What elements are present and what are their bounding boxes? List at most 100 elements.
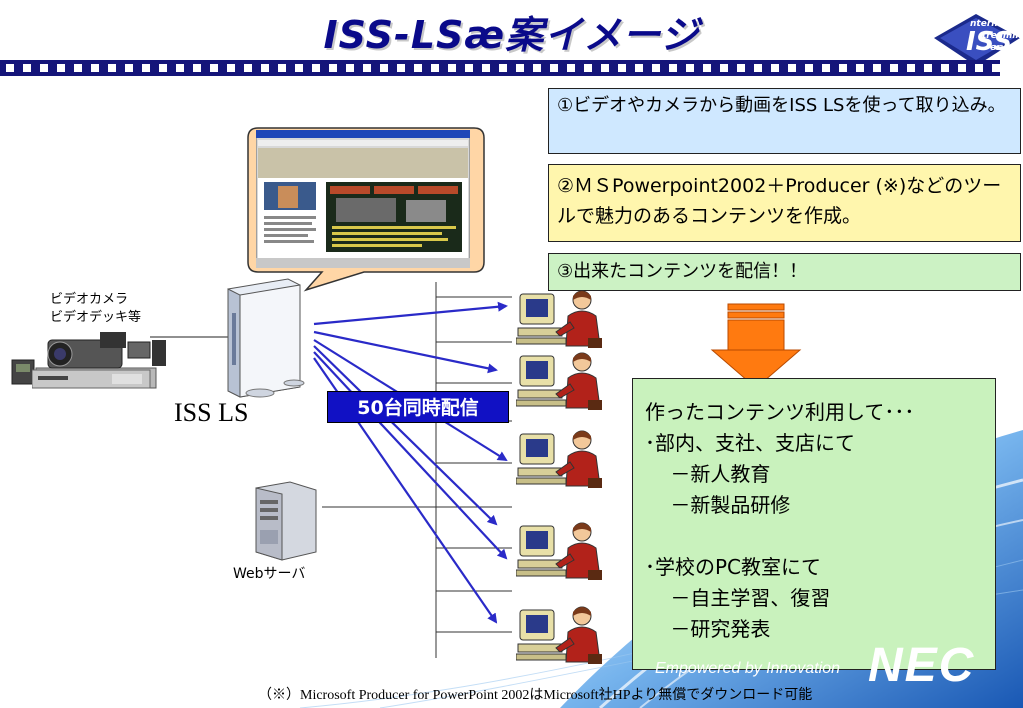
ribbon-square [584, 64, 592, 72]
ribbon-square [499, 64, 507, 72]
ribbon-square [397, 64, 405, 72]
usage-box: 作ったコンテンツ利用して･･･ ･部内、支社、支店にて －新人教育 －新製品研修… [632, 378, 996, 670]
ribbon-square [805, 64, 813, 72]
person-at-computer-icon [516, 522, 602, 580]
down-arrow-icon [710, 303, 802, 389]
ribbon-square [635, 64, 643, 72]
ribbon-square [771, 64, 779, 72]
ribbon-square [516, 64, 524, 72]
ribbon-square [618, 64, 626, 72]
iss-logo-icon: ISS nternet treaming erver [934, 14, 1022, 66]
ribbon-square [431, 64, 439, 72]
ribbon-square [57, 64, 65, 72]
ribbon-square [686, 64, 694, 72]
usage-line [645, 521, 983, 552]
video-deck-icon [32, 369, 151, 389]
step-3-box: ③出来たコンテンツを配信！！ [548, 253, 1021, 291]
ribbon-square [295, 64, 303, 72]
ribbon-square [567, 64, 575, 72]
ribbon-square [737, 64, 745, 72]
ribbon-square [822, 64, 830, 72]
ribbon-square [465, 64, 473, 72]
title-ribbon [0, 60, 1000, 76]
ribbon-square [142, 64, 150, 72]
brand-tagline: Empowered by Innovation [655, 660, 840, 677]
simultaneous-delivery-badge: 50台同時配信 [327, 391, 509, 423]
ribbon-square [74, 64, 82, 72]
ribbon-square [414, 64, 422, 72]
ribbon-square [890, 64, 898, 72]
ribbon-square [839, 64, 847, 72]
logo-line-1: nternet [970, 19, 1009, 29]
ribbon-square [193, 64, 201, 72]
page-title: ISS-LSæ案イメージ [323, 13, 700, 57]
brand-logo: NEC [868, 639, 976, 692]
usage-line: 作ったコンテンツ利用して･･･ [645, 400, 915, 424]
web-server-label: Webサーバ [233, 566, 306, 582]
camera-link-line [150, 336, 228, 338]
ribbon-square [448, 64, 456, 72]
ribbon-square [346, 64, 354, 72]
ribbon-square [91, 64, 99, 72]
ribbon-square [975, 64, 983, 72]
usage-line: －新製品研修 [645, 493, 791, 517]
ribbon-square [227, 64, 235, 72]
ribbon-square [754, 64, 762, 72]
ribbon-square [533, 64, 541, 72]
footnote: （※）Microsoft Producer for PowerPoint 200… [258, 688, 813, 703]
ribbon-square [550, 64, 558, 72]
ribbon-square [907, 64, 915, 72]
ribbon-square [873, 64, 881, 72]
ribbon-square [924, 64, 932, 72]
ribbon-square [941, 64, 949, 72]
delivery-arrow [313, 345, 498, 526]
person-at-computer-icon [516, 430, 602, 488]
ribbon-square [40, 64, 48, 72]
delivery-arrow [313, 330, 498, 374]
usage-line: －自主学習、復習 [645, 586, 831, 610]
ribbon-square [125, 64, 133, 72]
ribbon-square [482, 64, 490, 72]
usage-line: ･学校のPC教室にて [645, 555, 822, 579]
step-2-box: ②ＭＳPowerpoint2002＋Producer (※)などのツールで魅力の… [548, 164, 1021, 242]
ribbon-square [669, 64, 677, 72]
ribbon-square [210, 64, 218, 72]
person-at-computer-icon [516, 352, 602, 410]
logo-line-2: treaming [982, 31, 1022, 41]
logo-line-3: erver [990, 43, 1018, 53]
ribbon-square [992, 64, 1000, 72]
ribbon-square [703, 64, 711, 72]
ribbon-square [720, 64, 728, 72]
ribbon-square [176, 64, 184, 72]
ribbon-square [23, 64, 31, 72]
camera-label-2: ビデオデッキ等 [50, 310, 142, 325]
ribbon-square [278, 64, 286, 72]
camera-label-1: ビデオカメラ [50, 292, 129, 307]
ribbon-square [788, 64, 796, 72]
ribbon-square [261, 64, 269, 72]
ribbon-square [363, 64, 371, 72]
usage-line: －新人教育 [645, 462, 771, 486]
logo-letters: ISS [966, 27, 1012, 57]
server-tower-icon [227, 278, 305, 398]
step-1-box: ①ビデオやカメラから動画をISS LSを使って取り込み。 [548, 88, 1021, 154]
web-server-icon [255, 481, 317, 561]
ribbon-square [6, 64, 14, 72]
delivery-arrow [313, 351, 508, 560]
ribbon-square [108, 64, 116, 72]
ribbon-square [159, 64, 167, 72]
delivery-arrow [313, 301, 508, 326]
ribbon-square [312, 64, 320, 72]
usage-line: －研究発表 [645, 617, 771, 641]
person-at-computer-icon [516, 606, 602, 664]
ribbon-square [958, 64, 966, 72]
screen-thumbnail-icon [256, 130, 470, 268]
ribbon-square [601, 64, 609, 72]
ribbon-square [652, 64, 660, 72]
ribbon-square [856, 64, 864, 72]
person-at-computer-icon [516, 290, 602, 348]
ribbon-square [380, 64, 388, 72]
ribbon-square [244, 64, 252, 72]
